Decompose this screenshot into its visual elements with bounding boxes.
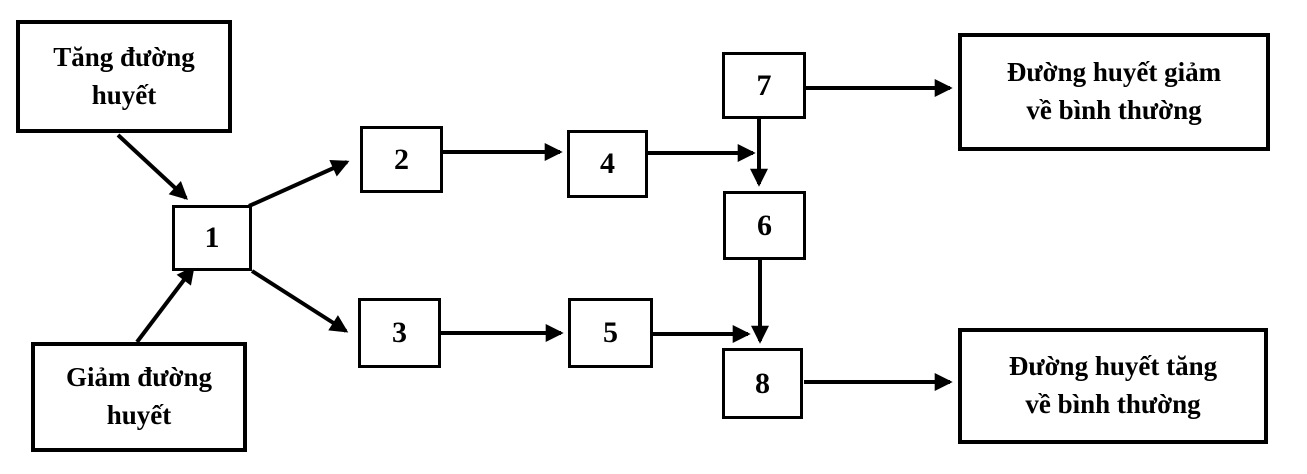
node-6: 6 [723,191,806,260]
node-3-label: 3 [392,316,407,349]
arrow-hyperglycemia-to-1 [116,133,188,200]
node-hypoglycemia-line1: Giảm đường [66,362,212,393]
node-1-label: 1 [204,221,220,254]
node-hyperglycemia-line2: huyết [91,79,157,110]
node-8: 8 [722,348,803,419]
node-2: 2 [360,126,443,193]
node-glucose-falls-line1: Đường huyết giảm [1006,57,1222,88]
node-glucose-rises-to-normal: Đường huyết tăng về bình thường [958,328,1268,444]
arrow-1-to-2 [248,160,350,208]
node-5: 5 [568,298,653,368]
node-hypoglycemia-line2: huyết [106,400,172,430]
node-8-label: 8 [755,366,770,400]
node-4: 4 [567,130,648,198]
node-2-label: 2 [394,142,409,176]
node-hyperglycemia-line1: Tăng đường [53,41,195,72]
node-hyperglycemia: Tăng đường huyết [16,20,232,133]
node-6-label: 6 [757,208,772,242]
node-glucose-falls-to-normal: Đường huyết giảm về bình thường [958,33,1270,151]
node-7: 7 [722,52,806,119]
node-7-label: 7 [756,68,772,102]
node-hypoglycemia: Giảm đường huyết [31,342,247,452]
node-glucose-rises-line2: về bình thường [1025,389,1201,419]
node-4-label: 4 [600,147,615,180]
arrow-hypoglycemia-to-1 [135,265,195,344]
arrow-1-to-3 [250,269,349,333]
node-5-label: 5 [603,316,618,349]
node-1: 1 [172,205,252,271]
node-glucose-falls-line2: về bình thường [1026,95,1202,125]
node-3: 3 [358,298,441,368]
node-glucose-rises-line1: Đường huyết tăng [1008,351,1218,382]
